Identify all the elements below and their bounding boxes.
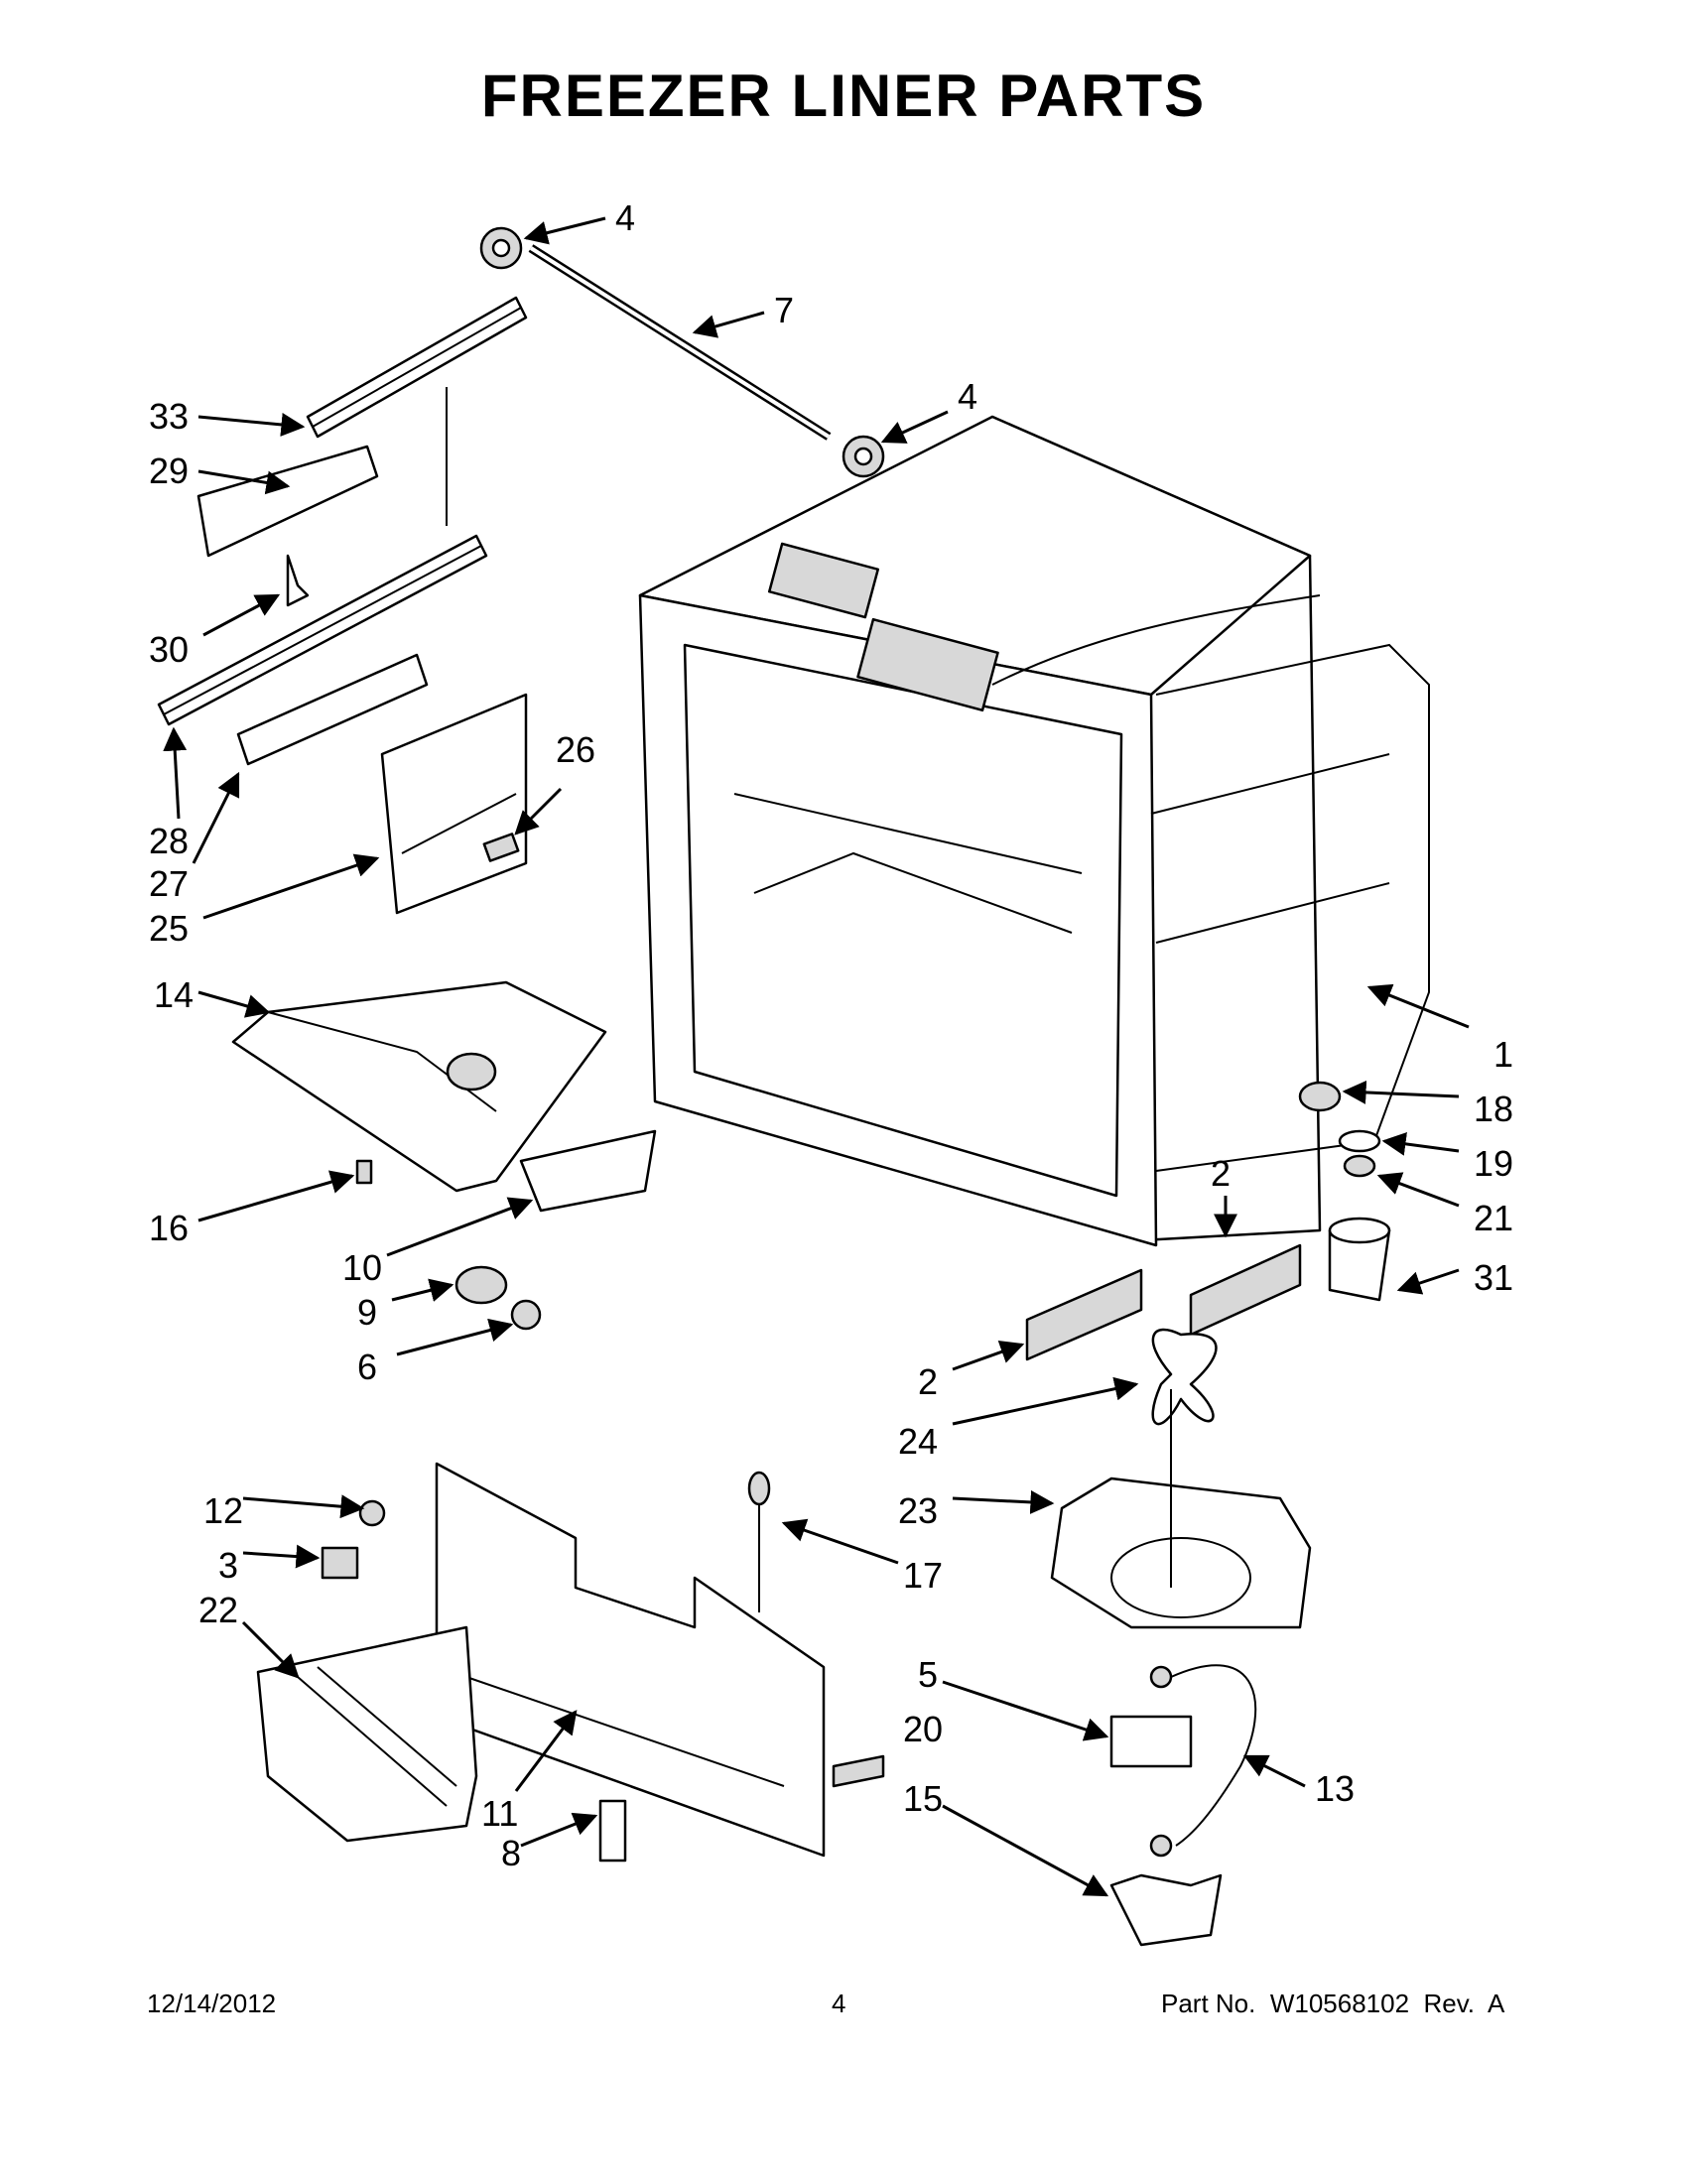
shaft-and-gears <box>479 226 885 478</box>
callout-19: 19 <box>1474 1143 1513 1184</box>
rear-cover-parts <box>256 1462 885 1863</box>
tray-part <box>231 980 657 1331</box>
callout-labels: 4 7 4 33 29 30 28 27 25 26 14 16 10 9 6 … <box>149 197 1513 1873</box>
callout-30: 30 <box>149 629 189 670</box>
callout-12: 12 <box>203 1490 243 1531</box>
insulation-pads <box>1025 1243 1302 1361</box>
footer-page-number: 4 <box>832 1989 846 2018</box>
callout-26: 26 <box>556 729 595 770</box>
callout-25: 25 <box>149 908 189 949</box>
callout-33: 33 <box>149 396 189 437</box>
callout-28: 28 <box>149 821 189 861</box>
rail-assembly <box>157 296 528 915</box>
callout-2-left: 2 <box>918 1361 938 1402</box>
callout-23: 23 <box>898 1490 938 1531</box>
callout-9: 9 <box>357 1292 377 1333</box>
page-title: FREEZER LINER PARTS <box>480 63 1207 129</box>
footer-part-number: Part No. W10568102 Rev. A <box>1161 1989 1505 2018</box>
callout-4-right: 4 <box>958 376 977 417</box>
callout-24: 24 <box>898 1421 938 1462</box>
callout-5: 5 <box>918 1654 938 1695</box>
footer-date: 12/14/2012 <box>147 1989 277 2018</box>
freezer-liner-part <box>638 415 1430 1247</box>
callout-15: 15 <box>903 1778 943 1819</box>
callout-22: 22 <box>198 1590 238 1630</box>
callout-10: 10 <box>342 1247 382 1288</box>
callout-16: 16 <box>149 1208 189 1248</box>
callout-1: 1 <box>1493 1034 1513 1075</box>
callout-20: 20 <box>903 1709 943 1749</box>
callout-4-top: 4 <box>615 197 635 238</box>
callout-7: 7 <box>774 290 794 330</box>
callout-13: 13 <box>1315 1768 1355 1809</box>
callout-14: 14 <box>154 974 194 1015</box>
callout-8: 8 <box>501 1833 521 1873</box>
callout-21: 21 <box>1474 1198 1513 1238</box>
leader-arrows <box>163 216 1470 1897</box>
callout-6: 6 <box>357 1347 377 1387</box>
callout-3: 3 <box>218 1545 238 1586</box>
callout-17: 17 <box>903 1555 943 1596</box>
callout-2-top: 2 <box>1211 1153 1231 1194</box>
callout-18: 18 <box>1474 1089 1513 1129</box>
drain-parts <box>1298 1081 1391 1302</box>
fan-assembly <box>1050 1328 1312 1947</box>
callout-27: 27 <box>149 863 189 904</box>
callout-29: 29 <box>149 450 189 491</box>
callout-31: 31 <box>1474 1257 1513 1298</box>
callout-11: 11 <box>481 1793 518 1834</box>
